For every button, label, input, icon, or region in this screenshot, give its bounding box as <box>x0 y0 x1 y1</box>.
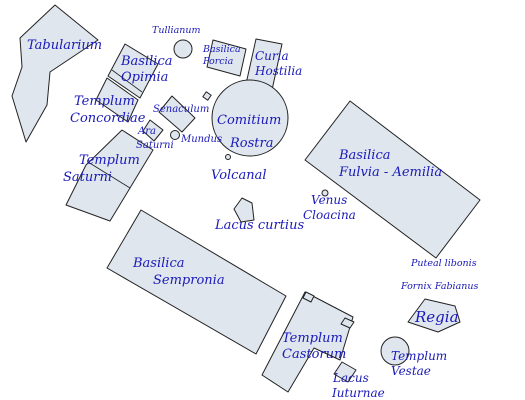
label-volcanal: Volcanal <box>211 168 267 183</box>
label-basilica-opimia-2: Opimia <box>121 70 168 85</box>
basilica-porcia-building[interactable] <box>206 39 247 77</box>
lacus-curtius-shape[interactable] <box>233 197 255 223</box>
label-templum-concordiae-2: Concordiae <box>70 111 146 126</box>
volcanal-circle[interactable] <box>225 154 231 160</box>
templum-castorum-step-top <box>302 291 315 303</box>
senaculum-building[interactable] <box>158 95 196 133</box>
mundus-circle[interactable] <box>170 130 180 140</box>
label-mundus: Mundus <box>180 134 222 145</box>
basilica-opimia-divider <box>111 69 143 93</box>
label-templum-saturni-2: Saturni <box>63 170 112 185</box>
templum-vestae-circle[interactable] <box>380 336 410 366</box>
regia-building[interactable] <box>407 298 461 333</box>
label-basilica-sempronia-2: Sempronia <box>153 273 225 288</box>
label-basilica-porcia-1: Basilica <box>202 44 241 55</box>
basilica-aemilia-building[interactable] <box>304 100 481 259</box>
label-comitium: Comitium <box>217 113 281 128</box>
label-tabularium: Tabularium <box>27 38 102 53</box>
label-templum-concordiae-1: Templum <box>74 94 135 109</box>
label-venus-cloacina-1: Venus <box>311 193 347 207</box>
lacus-iuturnae-shape[interactable] <box>333 361 357 383</box>
label-basilica-opimia-1: Basilica <box>120 54 172 69</box>
label-regia: Regia <box>414 308 459 326</box>
label-fornix-fabianus: Fornix Fabianus <box>400 281 478 292</box>
templum-saturni-divider <box>87 161 131 189</box>
label-lacus-curtius: Lacus curtius <box>214 218 304 233</box>
basilica-sempronia-building[interactable] <box>106 209 287 355</box>
label-lacus-iuturnae-2: Iuturnae <box>331 386 385 400</box>
label-tullianum: Tullianum <box>152 25 200 36</box>
templum-castorum-step-side <box>340 317 355 329</box>
label-ara-saturni-2: Saturni <box>136 140 174 151</box>
label-curia-1: Curia <box>255 49 289 63</box>
label-templum-vestae-1: Templum <box>391 349 447 363</box>
label-basilica-aemilia-2: Fulvia - Aemilia <box>338 165 442 180</box>
small-monument-square[interactable] <box>202 91 212 101</box>
label-lacus-iuturnae-1: Lacus <box>332 371 369 385</box>
templum-concordiae-building[interactable] <box>95 77 139 123</box>
label-templum-castorum-2: Castorum <box>282 347 346 362</box>
tabularium-building[interactable] <box>11 4 99 143</box>
comitium-circle[interactable] <box>211 79 289 157</box>
label-venus-cloacina-2: Cloacina <box>303 208 356 222</box>
label-templum-castorum-1: Templum <box>282 331 343 346</box>
ara-saturni-building[interactable] <box>142 119 164 142</box>
label-ara-saturni-1: Ara <box>137 126 156 137</box>
label-rostra: Rostra <box>229 136 273 151</box>
label-templum-saturni-1: Templum <box>79 153 140 168</box>
label-curia-2: Hostilia <box>254 64 302 78</box>
label-basilica-sempronia-1: Basilica <box>132 256 184 271</box>
label-basilica-porcia-2: Porcia <box>202 56 234 67</box>
venus-cloacina-circle[interactable] <box>321 189 329 197</box>
basilica-opimia-building[interactable] <box>107 43 159 99</box>
label-senaculum: Senaculum <box>153 104 209 115</box>
label-templum-vestae-2: Vestae <box>391 364 431 378</box>
tullianum-building[interactable] <box>173 39 193 59</box>
label-basilica-aemilia-1: Basilica <box>338 148 390 163</box>
label-puteal-libonis: Puteal libonis <box>410 258 477 269</box>
